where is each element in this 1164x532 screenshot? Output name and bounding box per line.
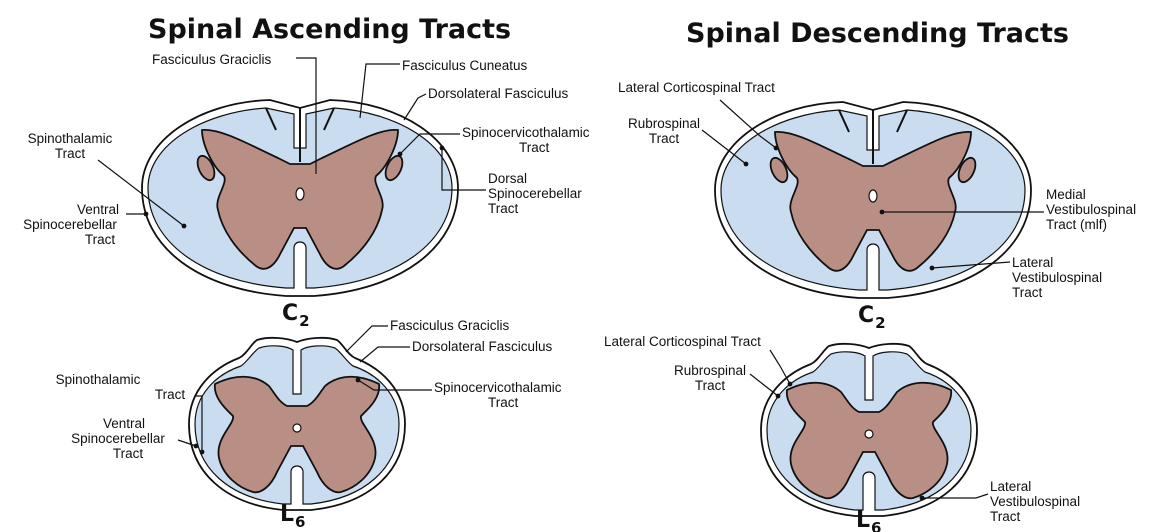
asc-l6-spinothalamic-label: SpinothalamicTract [56, 372, 186, 402]
asc-c2-dorsolateral-fasciculus-label: Dorsolateral Fasciculus [428, 86, 569, 101]
c2-descending-section [715, 102, 1031, 298]
desc-l6-rubrospinal-dot [776, 394, 781, 399]
desc-c2-medial-vestibulospinal-dot [880, 210, 885, 215]
l6-descending-section [761, 344, 977, 516]
c2-asc-segment-letter: C2 [282, 301, 310, 330]
desc-l6-lateral-corticospinal-dot [788, 382, 793, 387]
asc-c2-dorsolateral-fasciculus-leader [404, 94, 426, 120]
desc-l6-lateral-corticospinal-leader [770, 350, 790, 384]
desc-l6-lateral-vestibulospinal-dot [920, 496, 925, 501]
asc-c2-ventral-spinocerebellar-dot [144, 212, 149, 217]
desc-c2-rubrospinal-dot [744, 162, 749, 167]
asc-l6-fasciculus-graciclis-label: Fasciculus Graciclis [390, 318, 510, 333]
c2-ascending-section [142, 100, 458, 296]
asc-c2-fasciculus-cuneatus-label: Fasciculus Cuneatus [402, 58, 528, 73]
asc-c2-spinothalamic-dot [182, 224, 187, 229]
asc-l6-spinocervicothalamic-dot [356, 378, 361, 383]
desc-c2-lateral-corticospinal-dot [774, 146, 779, 151]
desc-l6-rubrospinal-leader [750, 374, 778, 396]
asc-l6-ventral-spinocerebellar-dot [194, 444, 199, 449]
asc-l6-spinothalamic-dot [200, 450, 205, 455]
asc-c2-fasciculus-graciclis-label: Fasciculus Graciclis [152, 52, 272, 67]
desc-c2-lateral-vestibulospinal-dot [930, 266, 935, 271]
l6-ascending-section [189, 338, 405, 510]
desc-l6-lateral-corticospinal-label: Lateral Corticospinal Tract [604, 334, 761, 349]
ascending-title: Spinal Ascending Tracts [148, 14, 511, 45]
asc-c2-spinocervicothalamic-dot [398, 152, 403, 157]
asc-l6-fasciculus-graciclis-leader [346, 326, 388, 352]
asc-c2-dorsal-spinocerebellar-dot [440, 146, 445, 151]
asc-l6-dorsolateral-fasciculus-label: Dorsolateral Fasciculus [412, 339, 553, 354]
desc-c2-lateral-corticospinal-label: Lateral Corticospinal Tract [618, 80, 775, 95]
c2-desc-segment-letter: C2 [858, 303, 886, 332]
descending-title: Spinal Descending Tracts [686, 18, 1069, 49]
asc-l6-dorsolateral-fasciculus-leader [360, 347, 410, 362]
